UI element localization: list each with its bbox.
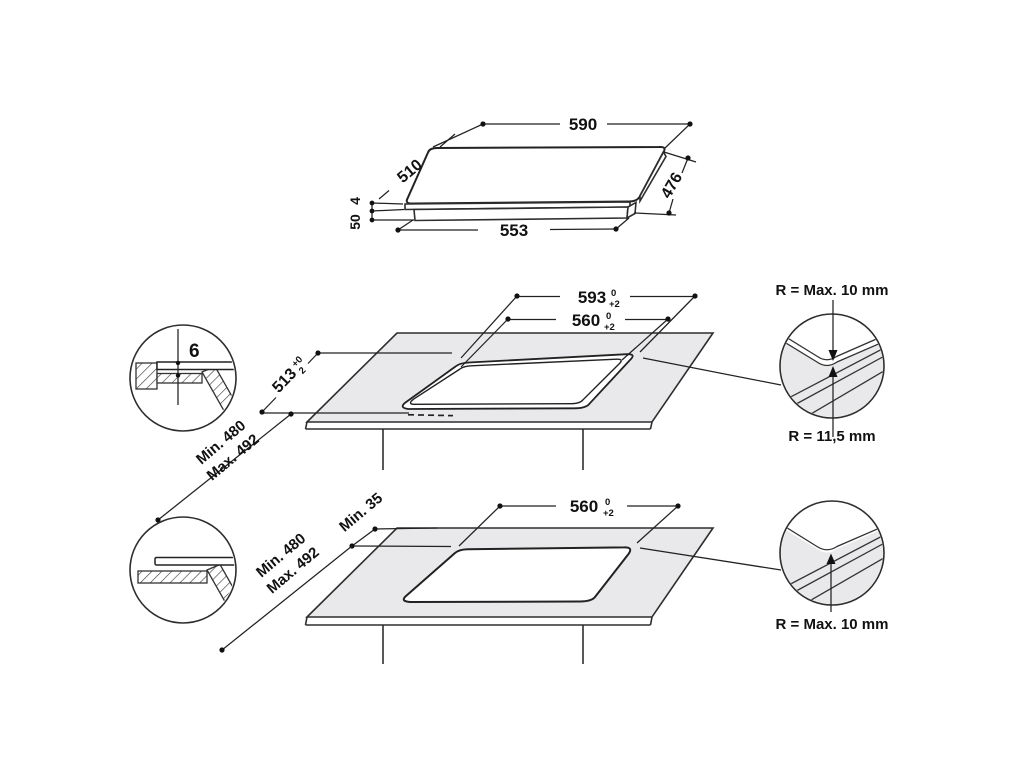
dim-inner-cutout-width-label: 560 [572,311,600,330]
inner-radius-arrow [828,366,838,437]
dim-outer-cutout-tol-sup: 0 [611,288,616,299]
flush-corner-detail-circle: R = Max. 10 mm R = 11,5 mm [776,282,889,445]
surface-worktop-front-edge [304,616,653,626]
dim-outer-cutout-width: 593 0 +2 [460,288,698,359]
recess-depth-label: 6 [189,341,200,362]
flush-corner-worktop-fill [781,337,883,417]
hob-body-front-face [413,206,629,222]
corner-radius-outer-label: R = Max. 10 mm [776,282,889,299]
surface-corner-worktop-fill [781,524,883,604]
dim-bottom-width: 553 [395,217,630,240]
dim-cutout-depth-tol-sub: 2 [297,365,309,376]
dim-outer-cutout-width-label: 593 [578,288,606,307]
dim-body-depth: 50 [347,214,414,230]
hob-view: 590 510 4 50 553 [347,115,697,240]
flush-cutout-inner [409,358,622,406]
corner-radius-inner-label: R = 11,5 mm [788,428,875,445]
hob-glass-section [154,556,235,566]
flush-clamp-dashes [408,413,453,417]
dim-inner-cutout-tol-sub: +2 [604,322,615,333]
surface-cutout [402,546,632,604]
worktop-section [137,570,208,584]
dim-glass-thickness: 4 [347,197,405,221]
surface-corner-detail-circle: R = Max. 10 mm [776,500,889,633]
flush-edge-detail-circle: 6 [129,324,237,432]
outer-radius-arrow [828,300,838,361]
dim-inner-cutout-tol-sup: 0 [606,311,611,322]
surface-mount-view: 560 0 +2 Min. 35 Min. 480 Max. 492 [129,490,889,664]
surface-radius-arrow [826,553,836,612]
flush-corner-inner-line [781,336,883,367]
dim-bottom-width-label: 553 [500,221,528,240]
dim-cutout-depth-label: 513 [269,365,300,396]
hob-glass-right-edge [639,150,667,204]
flush-corner-leader-line [642,357,782,386]
dim-outer-cutout-tol-sub: +2 [609,299,620,310]
dim-surface-cutout-tol-sub: +2 [603,508,614,519]
dim-top-width-label: 590 [569,115,597,134]
dim-right-depth-label: 476 [658,170,686,202]
surface-corner-line [781,520,883,551]
hob-glass-top-face [405,145,666,205]
rebate-ledge-section [156,372,203,384]
dim-body-depth-label: 50 [347,214,363,230]
worktop-edge-section [135,362,158,390]
dim-inner-cutout-width: 560 0 +2 [460,311,671,368]
dim-glass-thickness-label: 4 [347,197,363,205]
surface-corner-radius-label: R = Max. 10 mm [776,616,889,633]
surface-corner-leader-line [639,547,782,571]
surface-edge-detail-circle [129,516,237,624]
dim-surface-cutout-tol-sup: 0 [605,497,610,508]
flush-corner-outer-line [781,330,883,361]
dim-surface-cutout-width: 560 0 +2 [458,497,681,547]
dim-top-width: 590 [432,115,693,149]
flush-mount-view: 593 0 +2 560 0 +2 513 +0 [129,282,889,523]
hob-glass-section [156,361,235,371]
flush-cutout-outer [401,353,634,410]
dim-surface-cutout-width-label: 560 [570,497,598,516]
flush-worktop-front-edge [304,421,653,430]
